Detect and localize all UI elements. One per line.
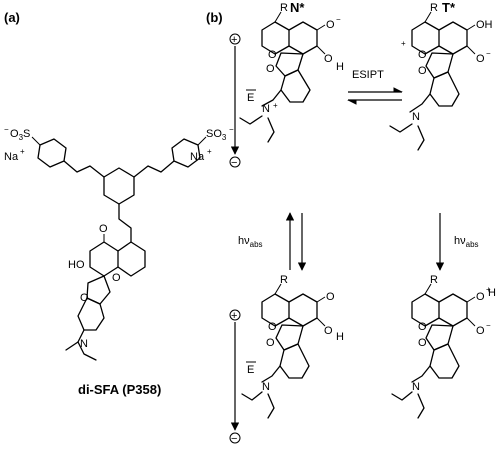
panel-label-a: (a) xyxy=(4,10,20,25)
n-star-n-plus: + xyxy=(273,101,278,110)
ground-n-o: O xyxy=(324,325,333,337)
atom-so3-right: SO3 xyxy=(206,128,227,142)
ground-t-o: O xyxy=(476,291,485,303)
n-star-oh: O xyxy=(324,53,333,65)
di-sfa-structure xyxy=(31,136,207,361)
n-star-minus: − xyxy=(336,15,341,24)
hv-right: hνabs xyxy=(454,235,479,249)
atom-o-ring-a: O xyxy=(112,272,121,284)
structure-ground-normal xyxy=(241,283,326,419)
charge-left: − xyxy=(4,125,9,134)
na-right-plus: + xyxy=(207,147,212,156)
t-star-oh: OH xyxy=(476,19,493,31)
state-label-normal: N* xyxy=(290,0,305,15)
field-e-top: E xyxy=(247,92,254,104)
ground-t-o-furan: O xyxy=(418,337,427,349)
t-star-o-furan: O xyxy=(418,65,427,77)
ground-t-o-ring: O xyxy=(418,321,427,333)
structure-ground-tautomer xyxy=(391,283,476,419)
ground-n-o-ring: O xyxy=(268,321,277,333)
n-star-n: N xyxy=(262,103,270,115)
esipt-label: ESIPT xyxy=(352,69,384,81)
n-star-o-ring: O xyxy=(268,49,277,61)
ground-t-minus: − xyxy=(486,321,491,330)
ground-n-o-carbonyl: O xyxy=(326,291,335,303)
t-star-n: N xyxy=(412,111,420,123)
field-e-bottom: E xyxy=(247,364,254,376)
t-star-r: R xyxy=(430,2,438,14)
field-plus-bottom: + xyxy=(231,310,237,322)
n-star-h: H xyxy=(336,61,344,73)
t-star-plus: + xyxy=(401,39,406,48)
field-minus-bottom: − xyxy=(231,433,237,445)
ground-t-n: N xyxy=(412,381,420,393)
ground-t-plus: + xyxy=(486,285,491,294)
atom-n-a: N xyxy=(80,338,88,350)
atom-ho-a: HO xyxy=(68,259,85,271)
n-star-o-furan: O xyxy=(266,63,275,75)
hv-left: hνabs xyxy=(238,235,263,249)
n-star-o-minus: O xyxy=(326,19,335,31)
na-left-plus: + xyxy=(20,147,25,156)
atom-o-carbonyl-a: O xyxy=(99,223,108,235)
state-label-tautomer: T* xyxy=(442,0,456,15)
field-minus-top: − xyxy=(231,157,237,169)
ground-t-r: R xyxy=(430,274,438,286)
ground-n-n: N xyxy=(262,381,270,393)
structure-n-star xyxy=(261,11,326,107)
t-star-o-minus: O xyxy=(476,53,485,65)
ground-n-o-furan: O xyxy=(266,337,275,349)
field-plus-top: + xyxy=(231,34,237,46)
ground-n-h: H xyxy=(336,331,344,343)
ground-t-h: H xyxy=(488,287,496,299)
t-star-o-ring: O xyxy=(418,49,427,61)
n-star-r: R xyxy=(280,2,288,14)
atom-o-furan-a: O xyxy=(80,292,89,304)
charge-right: − xyxy=(229,125,234,134)
compound-name: di-SFA (P358) xyxy=(78,382,161,397)
ground-t-o-minus: O xyxy=(476,325,485,337)
structure-t-star xyxy=(409,11,476,113)
na-left: Na xyxy=(4,151,19,163)
ground-n-r: R xyxy=(280,274,288,286)
atom-so3-left: O3S xyxy=(10,128,30,142)
t-star-minus: − xyxy=(486,49,491,58)
na-right: Na xyxy=(190,151,205,163)
panel-label-b: (b) xyxy=(206,10,223,25)
